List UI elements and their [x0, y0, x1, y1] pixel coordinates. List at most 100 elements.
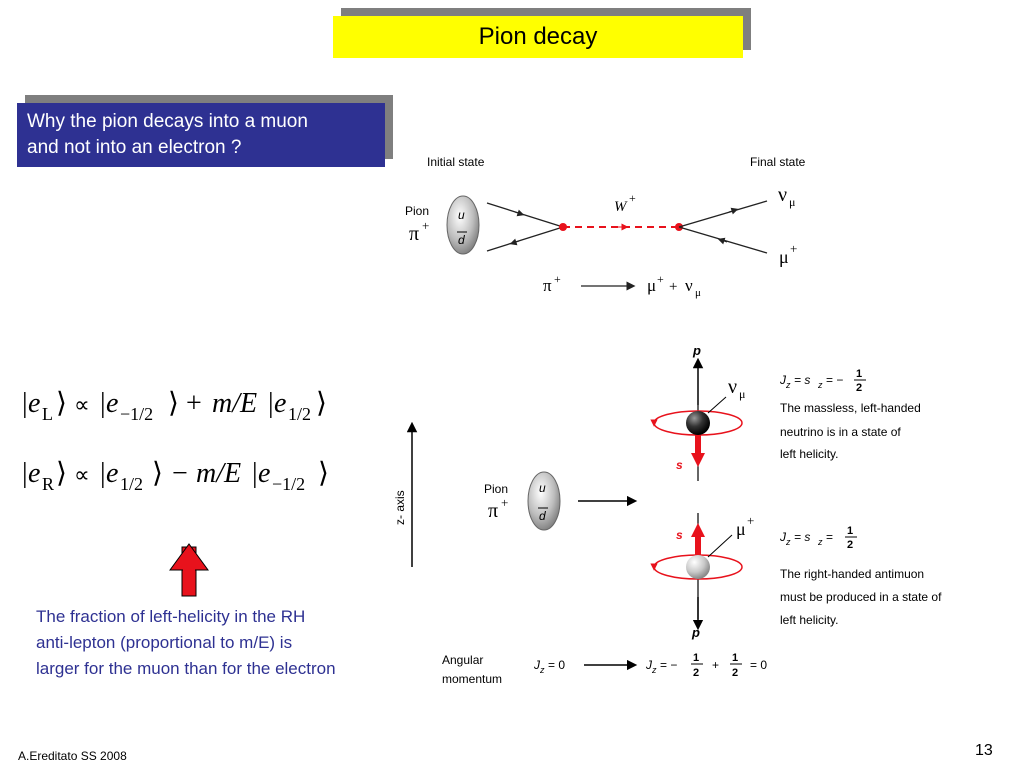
quark-dbar-2: d [539, 509, 546, 523]
jz-bot-z: z [785, 537, 791, 547]
eq2-coef: m/E [196, 458, 241, 489]
quark-u: u [458, 208, 465, 222]
footer-author: A.Ereditato SS 2008 [18, 749, 127, 763]
quark-arrow-in [514, 209, 525, 217]
eq2-t2-open: | [252, 458, 258, 489]
question-line-1: Why the pion decays into a muon [27, 111, 308, 132]
eq2-lhs-close: ⟩ [56, 458, 67, 489]
pion-ellipse-2 [527, 471, 561, 531]
jz-bot-eq: = s [794, 530, 810, 544]
slide-title: Pion decay [333, 16, 743, 58]
jz-sum-num2: 1 [732, 652, 738, 664]
mu-label: μ [736, 519, 746, 539]
final-state-label: Final state [750, 155, 806, 169]
angular-label-2: momentum [442, 672, 502, 686]
top-desc-2: neutrino is in a state of [780, 425, 901, 439]
eq1-t1: e [106, 388, 118, 419]
nu-label-sub: μ [739, 387, 745, 401]
quark-line-in [486, 202, 564, 228]
jz-top-sz: z [817, 380, 823, 390]
quark-u-2: u [539, 481, 546, 495]
jz-sum-z: z [651, 665, 657, 675]
nu-label: ν [728, 376, 737, 398]
final-nu: ν [778, 184, 787, 206]
jz-sum-a: = − [660, 658, 677, 672]
question-box: Why the pion decays into a muon and not … [17, 103, 385, 167]
jz-bot-num: 1 [847, 525, 853, 537]
eq1-lhs-sub: L [42, 404, 53, 424]
bot-desc-1: The right-handed antimuon [780, 567, 924, 581]
top-spin-shaft [695, 433, 701, 455]
eq2-rel: ∝ [74, 462, 90, 487]
nu-pointer [707, 396, 727, 414]
vertex-left [559, 223, 567, 231]
eq1-op: + [186, 388, 202, 419]
final-mu-charge: + [790, 241, 797, 256]
jz-bot-j: J [779, 530, 787, 544]
mu-label-charge: + [747, 513, 754, 528]
p-label-bottom: p [691, 625, 700, 640]
top-desc-3: left helicity. [780, 447, 838, 461]
eq2-lhs-open: | [22, 458, 28, 489]
eq1-coef: m/E [212, 388, 257, 419]
eq2-t2-sub: −1/2 [272, 474, 305, 494]
eq1-rel: ∝ [74, 392, 90, 417]
page-number: 13 [975, 742, 993, 759]
pion-label: Pion [405, 204, 429, 218]
jz-zero-value: = 0 [548, 658, 565, 672]
antimuon-ball [686, 555, 710, 579]
reaction-muon-charge: + [657, 272, 664, 286]
reaction-plus: + [669, 279, 677, 295]
jz-top-eq: = s [794, 373, 810, 387]
eq1-t2-close: ⟩ [316, 388, 327, 419]
eq1-t2: e [274, 388, 286, 419]
angular-label-1: Angular [442, 653, 483, 667]
quark-dbar: d [458, 233, 465, 247]
w-charge: + [629, 191, 636, 205]
w-label: W [614, 199, 628, 215]
eq2-t1: e [106, 458, 118, 489]
reaction-pion: π [543, 276, 552, 295]
pion-symbol: π [409, 223, 419, 245]
pion-charge-2: + [501, 495, 508, 510]
eq2-op: − [172, 458, 188, 489]
eq1-t1-sub: −1/2 [120, 404, 153, 424]
reaction-neutrino: ν [685, 276, 693, 295]
neutrino-arrow [728, 207, 739, 215]
jz-bot-den: 2 [847, 539, 853, 551]
final-mu: μ [779, 247, 789, 267]
muon-arrow [717, 237, 728, 245]
feynman-diagram: Initial state Final state Pion π + u d W… [405, 155, 806, 299]
fraction-explanation: The fraction of left-helicity in the RH … [36, 607, 336, 678]
jz-top-z: z [785, 380, 791, 390]
initial-state-label: Initial state [427, 155, 485, 169]
eq2-t1-open: | [100, 458, 106, 489]
bot-desc-2: must be produced in a state of [780, 590, 942, 604]
bottom-spin-shaft [695, 535, 701, 557]
z-axis-label: z- axis [393, 490, 407, 525]
top-desc-1: The massless, left-handed [780, 401, 921, 415]
eq2-lhs: e [28, 458, 40, 489]
jz-top-den: 2 [856, 382, 862, 394]
reaction-muon: μ [647, 276, 656, 295]
antiquark-arrow [509, 238, 520, 246]
eq2-t1-close: ⟩ [152, 458, 163, 489]
jz-sum-den1: 2 [693, 667, 699, 679]
eq1-lhs: e [28, 388, 40, 419]
jz-sum-plus: + [712, 658, 719, 672]
pion-label-2: Pion [484, 482, 508, 496]
jz-bot-sz: z [817, 537, 823, 547]
eq2-t1-sub: 1/2 [120, 474, 143, 494]
neutrino-ball [686, 411, 710, 435]
pion-ellipse [446, 195, 480, 255]
eq1-t1-open: | [100, 388, 106, 419]
arrow-joint [183, 569, 195, 573]
s-label-bottom: s [676, 528, 683, 542]
jz-sum-j: J [645, 658, 653, 672]
s-label-top: s [676, 458, 683, 472]
eq1-lhs-open: | [22, 388, 28, 419]
eq1-t2-sub: 1/2 [288, 404, 311, 424]
jz-zero-j: J [533, 658, 541, 672]
eq2-lhs-sub: R [42, 474, 54, 494]
helicity-equations: | e L ⟩ ∝ | e −1/2 ⟩ + m/E | e 1/2 ⟩ | e… [22, 388, 329, 597]
